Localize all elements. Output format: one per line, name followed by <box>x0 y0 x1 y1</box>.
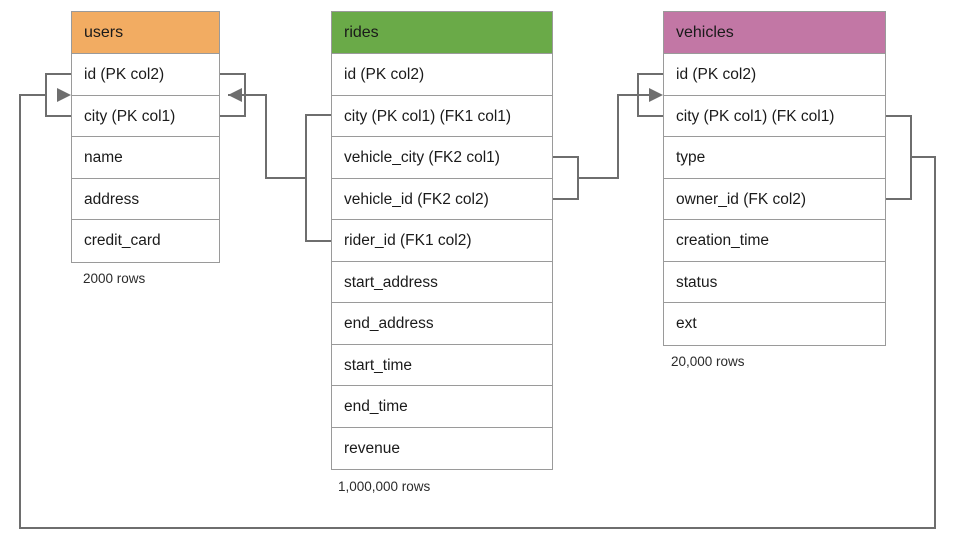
table-vehicles-column-ext[interactable]: ext <box>664 303 885 345</box>
connector-rides-fk2-run <box>578 94 655 179</box>
table-vehicles-row-count: 20,000 rows <box>671 354 745 369</box>
table-users-column-city[interactable]: city (PK col1) <box>72 95 219 137</box>
table-rides-column-rider-id[interactable]: rider_id (FK1 col2) <box>332 220 552 262</box>
table-users-column-name[interactable]: name <box>72 137 219 179</box>
table-users-row-count: 2000 rows <box>83 271 146 286</box>
table-rides-header: rides <box>332 12 552 54</box>
table-rides-column-vehicle-id[interactable]: vehicle_id (FK2 col2) <box>332 178 552 220</box>
connector-users-bracket-right <box>220 73 246 117</box>
table-vehicles-column-id[interactable]: id (PK col2) <box>664 54 885 96</box>
table-vehicles-column-owner-id[interactable]: owner_id (FK col2) <box>664 178 885 220</box>
connector-rides-fk1-bracket-rides <box>305 114 331 242</box>
table-users[interactable]: users id (PK col2) city (PK col1) name a… <box>71 11 220 263</box>
table-users-column-credit-card[interactable]: credit_card <box>72 220 219 262</box>
connector-vehicles-fk-bracket-vehicles <box>886 115 912 200</box>
table-rides-column-end-time[interactable]: end_time <box>332 386 552 428</box>
table-rides-row-count: 1,000,000 rows <box>338 479 431 494</box>
table-rides-column-end-address[interactable]: end_address <box>332 303 552 345</box>
table-rides-column-id[interactable]: id (PK col2) <box>332 54 552 96</box>
arrowhead-to-users-left <box>57 88 71 102</box>
arrowhead-to-vehicles-left <box>649 88 663 102</box>
table-vehicles[interactable]: vehicles id (PK col2) city (PK col1) (FK… <box>663 11 886 346</box>
table-vehicles-column-creation-time[interactable]: creation_time <box>664 220 885 262</box>
connector-vehicles-bracket-left <box>637 73 663 117</box>
table-rides-column-start-time[interactable]: start_time <box>332 344 552 386</box>
table-rides-column-start-address[interactable]: start_address <box>332 261 552 303</box>
table-rides-column-vehicle-city[interactable]: vehicle_city (FK2 col1) <box>332 137 552 179</box>
table-vehicles-header: vehicles <box>664 12 885 54</box>
table-users-column-address[interactable]: address <box>72 178 219 220</box>
arrowhead-to-users-right <box>228 88 242 102</box>
table-users-header: users <box>72 12 219 54</box>
connector-rides-fk1-run <box>228 94 306 179</box>
table-rides-column-revenue[interactable]: revenue <box>332 427 552 469</box>
connector-rides-fk2-bracket-rides <box>553 156 579 200</box>
connector-users-bracket-left <box>45 73 71 117</box>
table-vehicles-column-type[interactable]: type <box>664 137 885 179</box>
table-rides[interactable]: rides id (PK col2) city (PK col1) (FK1 c… <box>331 11 553 470</box>
table-vehicles-column-city[interactable]: city (PK col1) (FK col1) <box>664 95 885 137</box>
table-rides-column-city[interactable]: city (PK col1) (FK1 col1) <box>332 95 552 137</box>
connector-vehicles-fk-run <box>19 94 936 529</box>
table-vehicles-column-status[interactable]: status <box>664 261 885 303</box>
table-users-column-id[interactable]: id (PK col2) <box>72 54 219 96</box>
